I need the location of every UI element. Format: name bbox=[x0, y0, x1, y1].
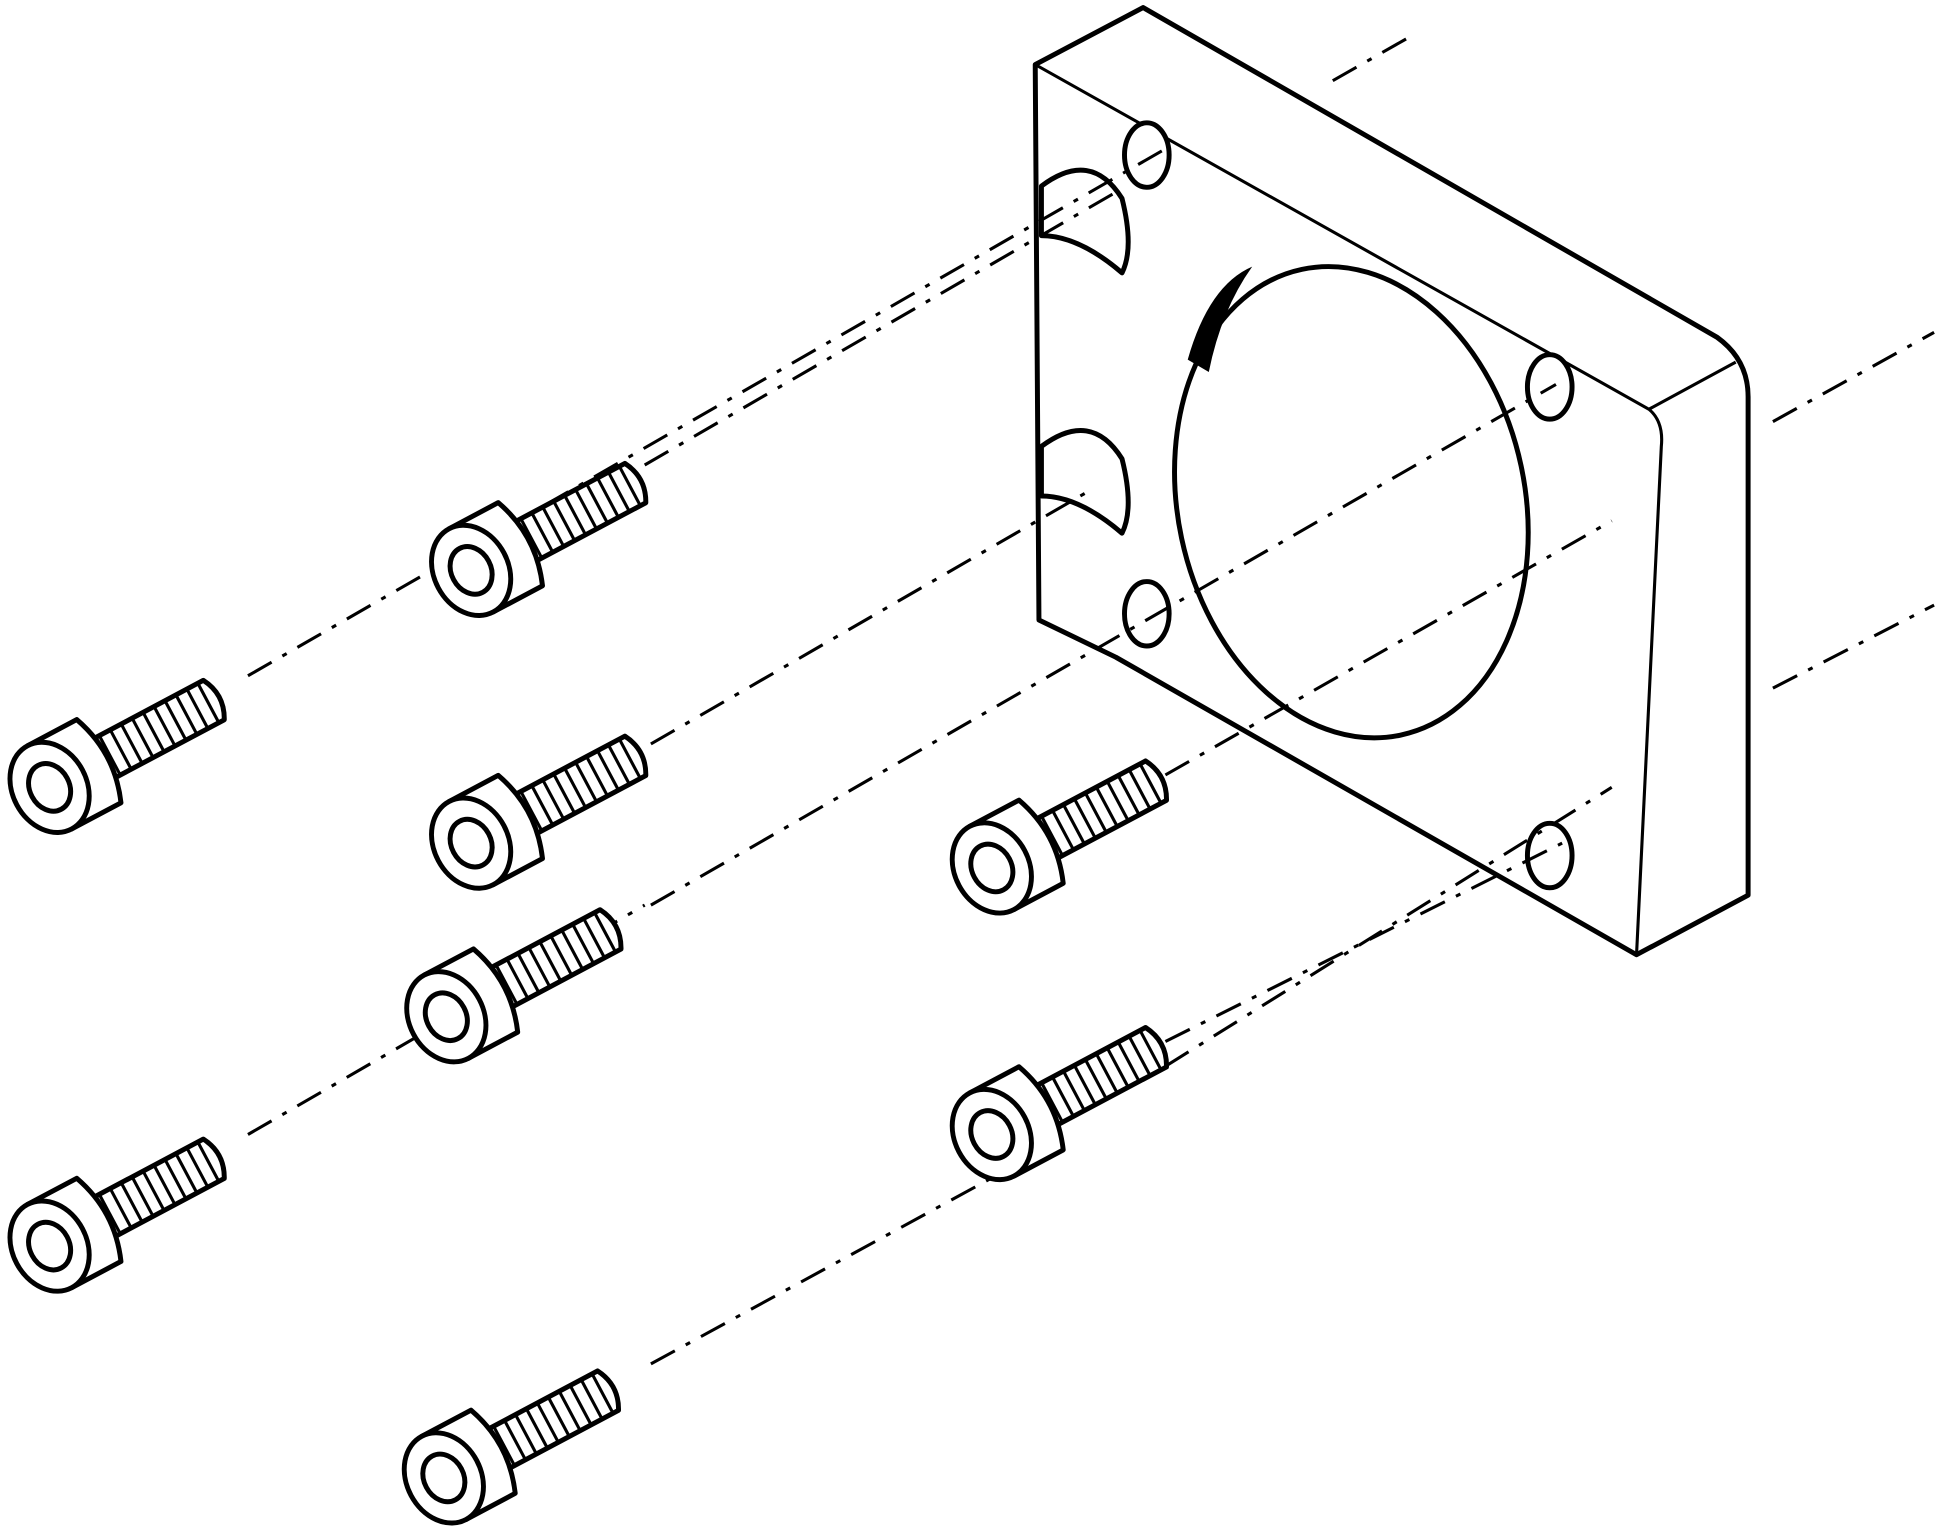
screw bbox=[0, 1114, 241, 1305]
screw bbox=[389, 1346, 636, 1537]
screw bbox=[937, 736, 1184, 927]
screws bbox=[0, 439, 1184, 1537]
screw bbox=[416, 439, 663, 630]
screw bbox=[391, 885, 638, 1076]
mounting-holes bbox=[1038, 120, 1575, 891]
screw bbox=[937, 1003, 1184, 1194]
screw bbox=[416, 711, 663, 902]
screw bbox=[0, 656, 241, 847]
